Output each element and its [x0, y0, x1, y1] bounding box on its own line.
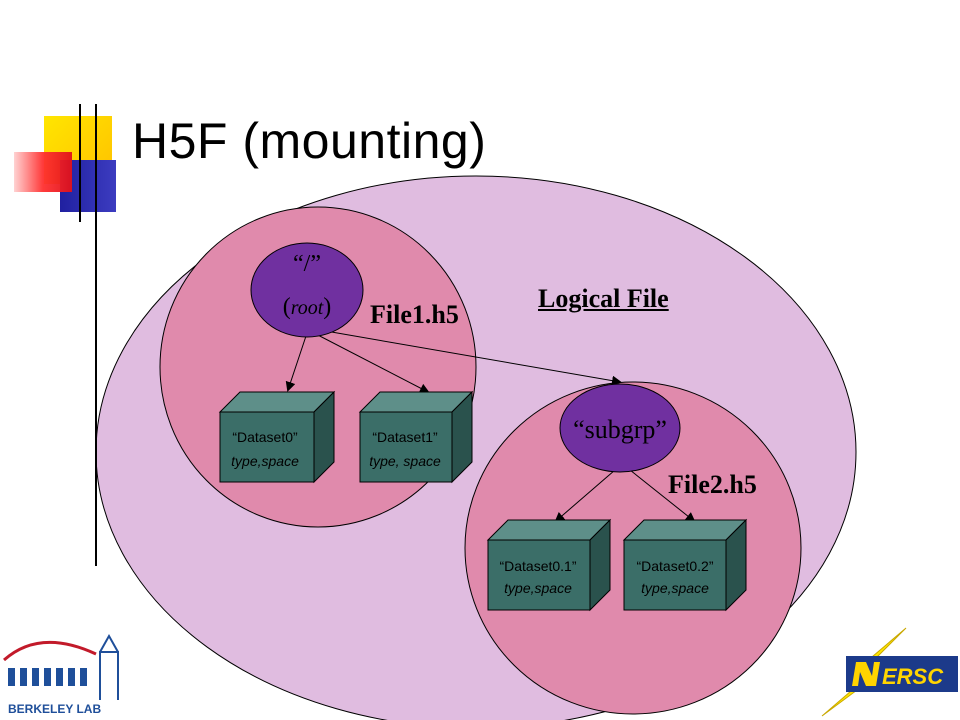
dataset-name: “Dataset0.1”: [499, 558, 576, 574]
dataset-name: “Dataset0”: [232, 429, 298, 445]
file1-label: File1.h5: [370, 300, 459, 329]
root-node: [250, 242, 364, 338]
dataset-name: “Dataset1”: [372, 429, 438, 445]
dataset-box: “Dataset1” type, space: [358, 390, 474, 484]
dataset-props: type,space: [231, 453, 299, 469]
nersc-logo-text: ERSC: [882, 664, 944, 689]
edge-root-dataset1: [311, 331, 430, 393]
edge-subgrp-dataset01: [554, 469, 616, 523]
root-node-line2: (root): [283, 294, 332, 320]
subgrp-node: [559, 383, 681, 473]
berkeley-lab-text: BERKELEY LAB: [8, 702, 101, 716]
dataset-name: “Dataset0.2”: [636, 558, 713, 574]
dataset-box: “Dataset0” type,space: [218, 390, 336, 484]
dataset-props: type, space: [369, 453, 441, 469]
slide-title: H5F (mounting): [132, 113, 487, 169]
edge-root-subgrp: [319, 329, 622, 386]
subgrp-node-label: “subgrp”: [573, 415, 667, 444]
dataset-props: type,space: [504, 580, 572, 596]
edge-root-dataset0: [285, 329, 309, 392]
edges: [285, 329, 696, 523]
dataset-props: type,space: [641, 580, 709, 596]
dataset-box: “Dataset0.2” type,space: [622, 518, 748, 612]
logical-file-label: Logical File: [538, 284, 669, 313]
dataset-box: “Dataset0.1” type,space: [486, 518, 612, 612]
root-node-line1: “/”: [293, 251, 321, 277]
berkeley-lab-logo: BERKELEY LAB: [3, 633, 128, 716]
edge-subgrp-dataset02: [629, 469, 696, 523]
corner-decoration: [14, 104, 960, 222]
file2-label: File2.h5: [668, 470, 757, 499]
nersc-logo: ERSC: [821, 627, 958, 717]
